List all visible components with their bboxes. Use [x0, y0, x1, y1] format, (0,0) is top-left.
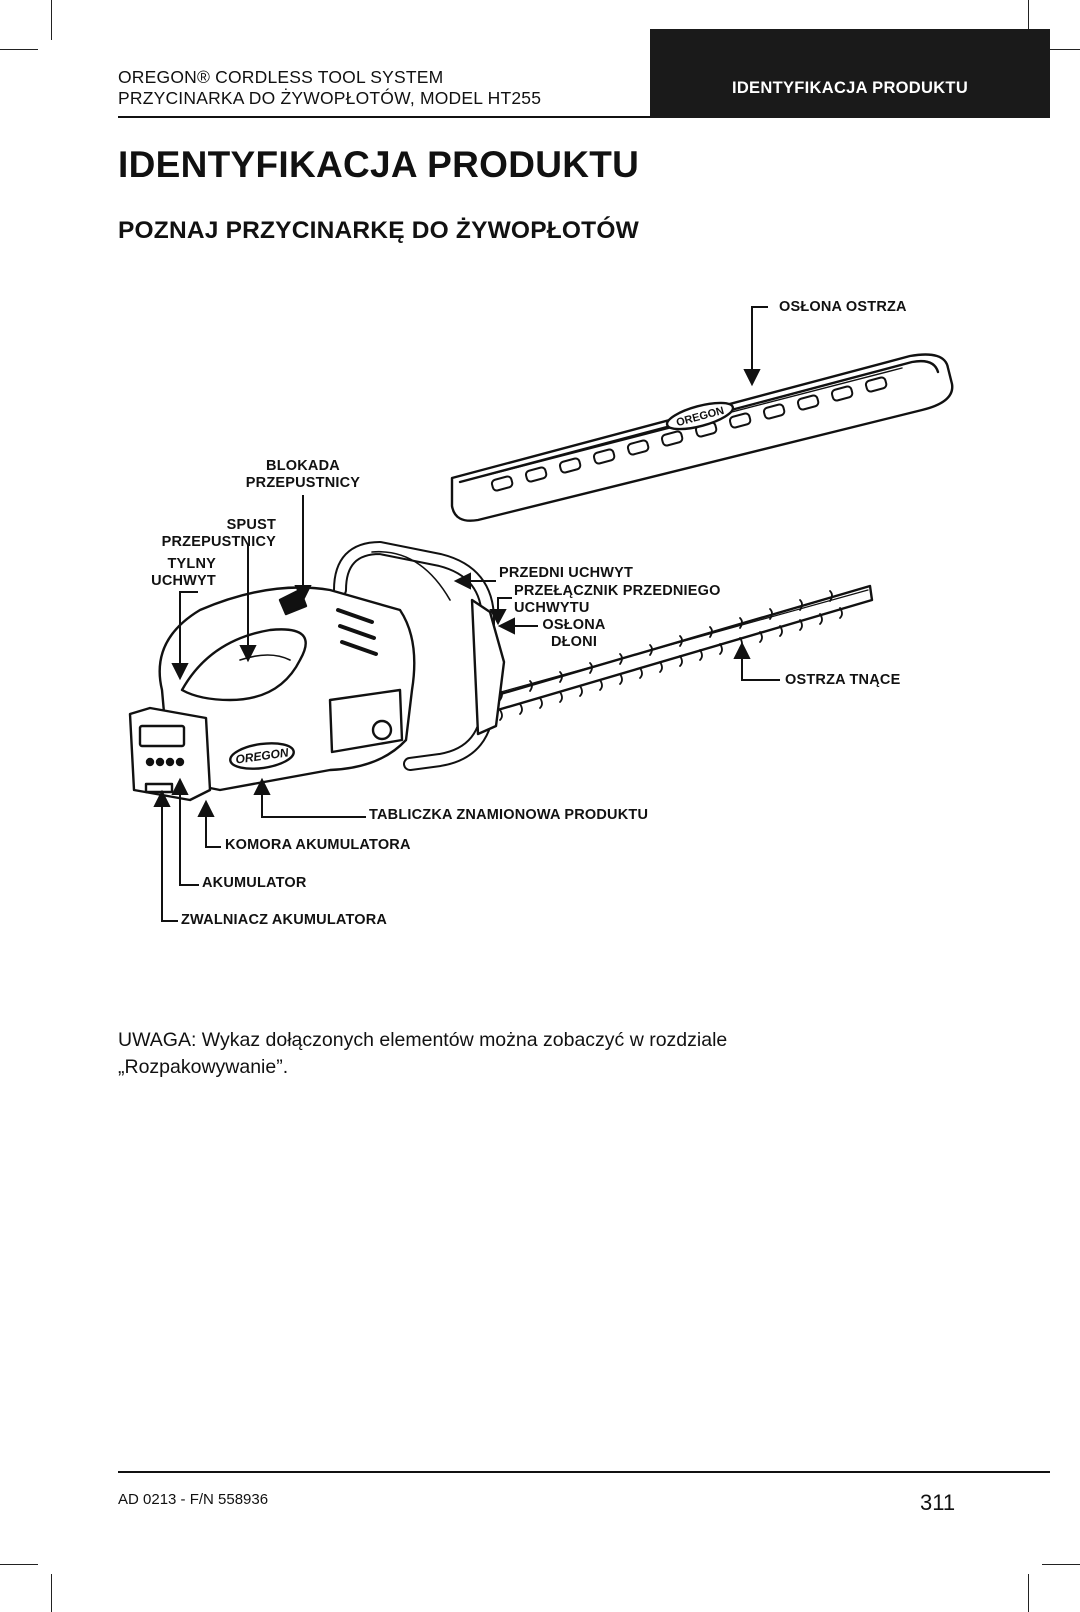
label-rear-handle: TYLNY UCHWYT	[130, 556, 216, 590]
label-front-switch: PRZEŁĄCZNIK PRZEDNIEGO UCHWYTU	[514, 583, 721, 617]
label-cutting-blades: OSTRZA TNĄCE	[785, 672, 901, 688]
trimmer-body: OREGON	[158, 586, 416, 792]
running-header: OREGON® CORDLESS TOOL SYSTEM PRZYCINARKA…	[118, 67, 541, 109]
leader-rating-plate	[261, 790, 366, 818]
label-throttle-trigger-line-1: SPUST	[226, 517, 276, 533]
leader-battery-release	[161, 802, 178, 922]
note-text: UWAGA: Wykaz dołączonych elementów można…	[118, 1029, 728, 1078]
label-throttle-lock-line-2: PRZEPUSTNICY	[245, 475, 361, 491]
crop-mark	[51, 1574, 52, 1612]
label-throttle-trigger-line-2: PRZEPUSTNICY	[161, 534, 276, 550]
label-battery-compartment: KOMORA AKUMULATORA	[225, 837, 411, 853]
hedge-trimmer-diagram: OREGON	[128, 306, 954, 922]
crop-mark	[1042, 49, 1080, 50]
label-hand-guard-line-1: OSŁONA	[542, 617, 606, 633]
label-battery: AKUMULATOR	[202, 875, 307, 891]
label-rear-handle-line-2: UCHWYT	[151, 573, 216, 589]
label-rear-handle-line-1: TYLNY	[167, 556, 216, 572]
section-tab: IDENTYFIKACJA PRODUKTU	[650, 29, 1050, 118]
crop-mark	[1042, 1564, 1080, 1565]
leader-battery-compartment	[205, 812, 221, 848]
footer-code: AD 0213 - F/N 558936	[118, 1491, 269, 1508]
label-throttle-lock-line-1: BLOKADA	[266, 458, 340, 474]
crop-mark	[1028, 1574, 1029, 1612]
blade-cover: OREGON	[450, 353, 954, 522]
section-tab-label: IDENTYFIKACJA PRODUKTU	[731, 79, 969, 97]
leader-cutting-blades	[741, 654, 780, 681]
crop-mark	[0, 1564, 38, 1565]
label-front-handle: PRZEDNI UCHWYT	[499, 565, 634, 581]
label-throttle-lock: BLOKADA PRZEPUSTNICY	[232, 458, 374, 492]
battery-pack	[128, 706, 212, 802]
page-number: 311	[920, 1490, 956, 1515]
header-line-2: PRZYCINARKA DO ŻYWOPŁOTÓW, MODEL HT255	[118, 88, 542, 108]
label-front-switch-line-2: UCHWYTU	[514, 600, 590, 616]
section-title: POZNAJ PRZYCINARKĘ DO ŻYWOPŁOTÓW	[118, 217, 639, 244]
label-throttle-trigger: SPUST PRZEPUSTNICY	[130, 517, 276, 551]
crop-mark	[1028, 0, 1029, 40]
leader-blade-cover	[751, 306, 768, 374]
label-hand-guard: OSŁONA DŁONI	[536, 617, 612, 651]
leader-rear-handle	[179, 591, 198, 668]
leader-battery	[179, 790, 199, 886]
crop-mark	[0, 49, 38, 50]
label-front-switch-line-1: PRZEŁĄCZNIK PRZEDNIEGO	[514, 583, 721, 599]
header-line-1: OREGON® CORDLESS TOOL SYSTEM	[118, 67, 444, 87]
label-hand-guard-line-2: DŁONI	[550, 634, 598, 650]
label-blade-cover: OSŁONA OSTRZA	[779, 299, 907, 315]
hand-guard	[470, 598, 506, 736]
label-rating-plate: TABLICZKA ZNAMIONOWA PRODUKTU	[369, 807, 649, 823]
label-battery-release: ZWALNIACZ AKUMULATORA	[181, 912, 388, 928]
header-rule	[118, 116, 650, 118]
page-title: IDENTYFIKACJA PRODUKTU	[118, 144, 640, 185]
footer-rule	[118, 1471, 1050, 1473]
crop-mark	[51, 0, 52, 40]
leader-front-switch	[497, 597, 512, 614]
